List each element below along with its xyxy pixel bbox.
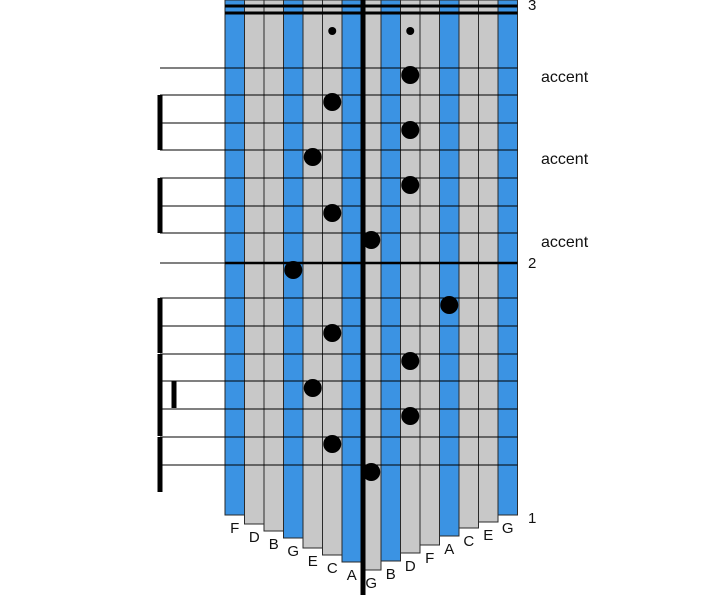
tine-10 <box>419 0 440 546</box>
tine-label: B <box>269 536 279 553</box>
tine-13 <box>478 0 499 523</box>
note <box>323 93 342 111</box>
grace-note <box>406 27 415 35</box>
note <box>284 261 303 279</box>
measure-number: 2 <box>528 255 536 272</box>
note <box>401 407 420 425</box>
tine-11 <box>439 0 460 537</box>
accent-annotation: accent <box>541 234 589 251</box>
note <box>323 324 342 342</box>
tine-label: A <box>444 541 454 558</box>
measure-number: 3 <box>528 0 536 14</box>
measure-numbers: 3 2 1 <box>528 0 536 527</box>
tine-label: D <box>249 529 260 546</box>
tine-0 <box>224 0 245 516</box>
notes <box>284 27 459 481</box>
tine-14 <box>497 0 518 516</box>
accent-annotation: accent <box>541 69 589 86</box>
tine-label: B <box>386 566 396 583</box>
note <box>401 121 420 139</box>
tine-label: A <box>347 567 357 584</box>
note <box>303 379 322 397</box>
tine-label: G <box>365 575 377 592</box>
tine-5 <box>322 0 343 556</box>
tine-label: F <box>425 550 434 567</box>
note <box>362 231 381 249</box>
tine-label: G <box>502 520 514 537</box>
tine-label: E <box>483 527 493 544</box>
annotations: accent accent accent <box>541 69 589 251</box>
accent-annotation: accent <box>541 151 589 168</box>
note <box>440 296 459 314</box>
tine-label: G <box>287 543 299 560</box>
note <box>323 204 342 222</box>
note <box>401 176 420 194</box>
tine-8 <box>380 0 401 562</box>
measure-lines <box>225 4 518 265</box>
note <box>323 435 342 453</box>
grace-note <box>328 27 337 35</box>
tine-4 <box>302 0 323 549</box>
measure-number: 1 <box>528 510 536 527</box>
note <box>401 66 420 84</box>
rhythm-marks <box>157 95 177 492</box>
tine-label: C <box>463 533 474 550</box>
tine-label: D <box>405 558 416 575</box>
note <box>362 463 381 481</box>
tines <box>224 0 518 571</box>
tine-label: E <box>308 553 318 570</box>
tine-6 <box>341 0 362 563</box>
note <box>401 352 420 370</box>
tine-2 <box>263 0 284 532</box>
beat-lines <box>160 67 518 466</box>
tine-label: C <box>327 560 338 577</box>
tine-label: F <box>230 520 239 537</box>
note <box>303 148 322 166</box>
